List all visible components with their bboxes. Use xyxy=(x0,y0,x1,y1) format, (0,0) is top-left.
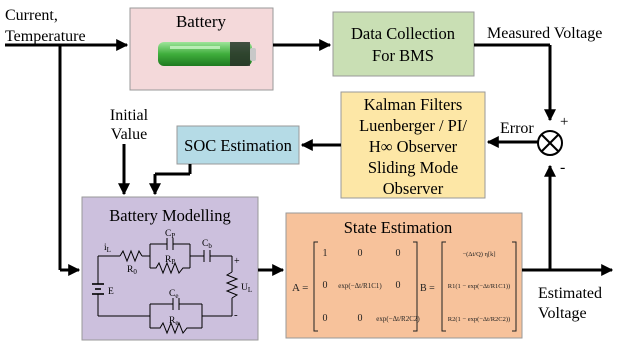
matrix-A-label: A = xyxy=(292,282,308,294)
label-R0: R0 xyxy=(127,265,137,276)
summing-junction xyxy=(537,130,563,156)
battery-modelling-title: Battery Modelling xyxy=(109,206,230,225)
initial-value-line2: Value xyxy=(111,126,147,143)
matrix-B-cell: −(Δt/Q) η[k] xyxy=(462,251,495,258)
kalman-line5: Observer xyxy=(383,179,444,198)
kalman-line3: H∞ Observer xyxy=(369,137,458,156)
matrix-B-label: B = xyxy=(420,283,435,294)
kalman-box xyxy=(340,91,486,199)
label-Cb: Cb xyxy=(202,239,212,250)
matrix-A-cell: 0 xyxy=(396,248,401,259)
estimated-voltage-line1: Estimated xyxy=(538,285,602,302)
battery-title: Battery xyxy=(176,12,227,31)
state-estimation-title: State Estimation xyxy=(344,218,453,237)
equivalent-circuit xyxy=(92,238,239,335)
matrix-B-cells: −(Δt/Q) η[k] R1(1 − exp(−Δt/R1C1)) R2(1 − … xyxy=(448,251,510,323)
input-temperature-label: Temperature xyxy=(5,28,86,45)
label-Ce: Ce xyxy=(169,289,178,300)
label-Re: Re xyxy=(169,316,178,327)
matrix-A-cell: 1 xyxy=(323,248,328,259)
label-E: E xyxy=(108,287,114,297)
matrix-A-cell: 0 xyxy=(396,280,401,291)
matrix-A-cell: 0 xyxy=(323,313,328,324)
kalman-line1: Kalman Filters xyxy=(364,95,463,114)
matrix-A-cells: 1 0 0 0 exp(−Δt/R1C1) 0 0 0 exp(−Δt/R2C2) xyxy=(323,248,421,324)
measured-voltage-label: Measured Voltage xyxy=(487,25,602,42)
kalman-line4: Sliding Mode xyxy=(368,158,458,177)
label-Cp: CP xyxy=(165,229,175,240)
error-label: Error xyxy=(500,120,534,137)
state-matrices: A = 1 0 0 0 exp(−Δt/R1C1) 0 0 0 exp(−Δt/R2C2) B … xyxy=(292,241,517,332)
data-collection-line2: For BMS xyxy=(372,46,434,65)
circuit-labels: iL R0 CP RP Cb Ce Re UL E + - xyxy=(104,229,252,327)
label-Rp: RP xyxy=(165,255,175,266)
input-current-label: Current, xyxy=(5,7,58,24)
kalman-line2: Luenberger / PI/ xyxy=(359,116,467,135)
initial-value-line1: Initial xyxy=(110,107,149,124)
matrix-A-cell: 0 xyxy=(358,313,363,324)
soc-estimation-label: SOC Estimation xyxy=(184,136,292,155)
estimated-voltage-line2: Voltage xyxy=(538,305,587,322)
summing-minus-sign: - xyxy=(560,159,565,176)
label-plus: + xyxy=(234,256,240,267)
matrix-A-cell: 0 xyxy=(323,280,328,291)
matrix-B-cell: R1(1 − exp(−Δt/R1C1)) xyxy=(448,283,510,290)
label-UL: UL xyxy=(241,283,252,294)
matrix-B-cell: R2(1 − exp(−Δt/R2C2)) xyxy=(448,316,510,323)
summing-plus-sign: + xyxy=(560,114,568,130)
connector-lines xyxy=(5,39,614,276)
soc-estimation-box xyxy=(176,125,300,165)
matrix-A-cell: exp(−Δt/R1C1) xyxy=(338,282,382,290)
battery-cell-image xyxy=(158,42,256,66)
matrix-A-cell: 0 xyxy=(358,248,363,259)
state-estimation-box xyxy=(285,212,523,339)
matrix-A-cell: exp(−Δt/R2C2) xyxy=(376,315,420,323)
data-collection-box xyxy=(332,11,475,77)
label-minus: - xyxy=(234,309,238,321)
label-iL: iL xyxy=(104,243,111,254)
data-collection-line1: Data Collection xyxy=(351,24,455,43)
